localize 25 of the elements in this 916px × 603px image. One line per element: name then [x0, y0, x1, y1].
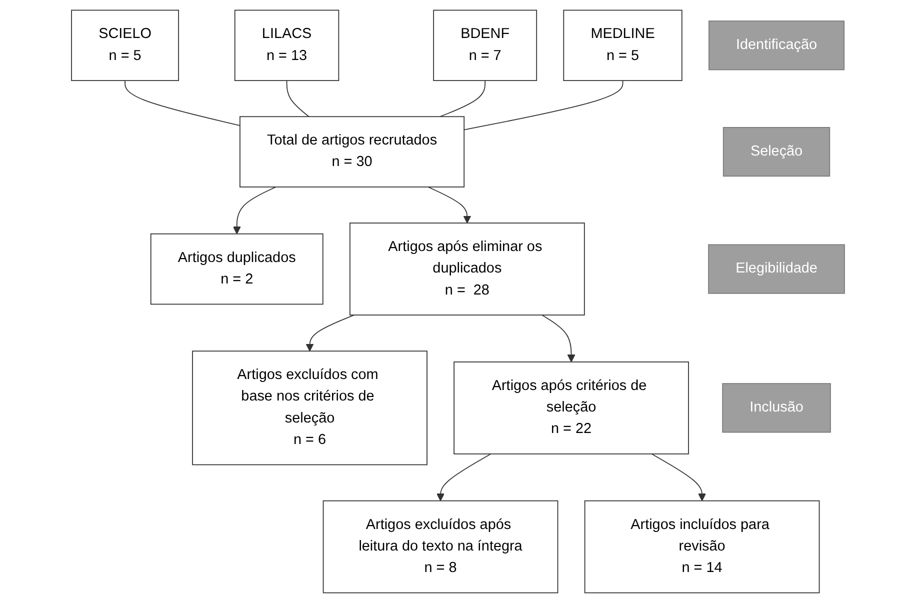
node-box: Artigos após critérios de seleção n = 22 [454, 361, 689, 454]
arrow [306, 314, 355, 352]
node-box: Artigos excluídos após leitura do texto na íntegra n = 8 [322, 500, 558, 594]
node-box: Inclusão [722, 383, 831, 433]
node-box: BDENF n = 7 [433, 10, 538, 81]
node-box: Artigos após eliminar os duplicados n = 28 [349, 222, 585, 316]
node-box: SCIELO n = 5 [71, 10, 179, 81]
arrow [651, 453, 706, 502]
node-box: Artigos excluídos com base nos critérios de seleção n = 6 [192, 350, 428, 466]
connector [124, 80, 240, 126]
node-box: Identificação [708, 20, 845, 70]
arrow [436, 453, 492, 502]
connector [440, 80, 486, 118]
node-box: Elegibilidade [708, 244, 845, 294]
arrow [542, 314, 576, 362]
connector [464, 80, 624, 130]
connector [286, 80, 310, 118]
arrow [428, 186, 472, 224]
node-box: MEDLINE n = 5 [563, 10, 682, 81]
node-box: Total de artigos recrutados n = 30 [240, 116, 465, 188]
node-box: Seleção [722, 127, 830, 177]
node-box: Artigos duplicados n = 2 [150, 233, 324, 305]
node-box: Artigos incluídos para revisão n = 14 [584, 500, 820, 594]
arrow [232, 186, 276, 234]
node-box: LILACS n = 13 [234, 10, 340, 81]
